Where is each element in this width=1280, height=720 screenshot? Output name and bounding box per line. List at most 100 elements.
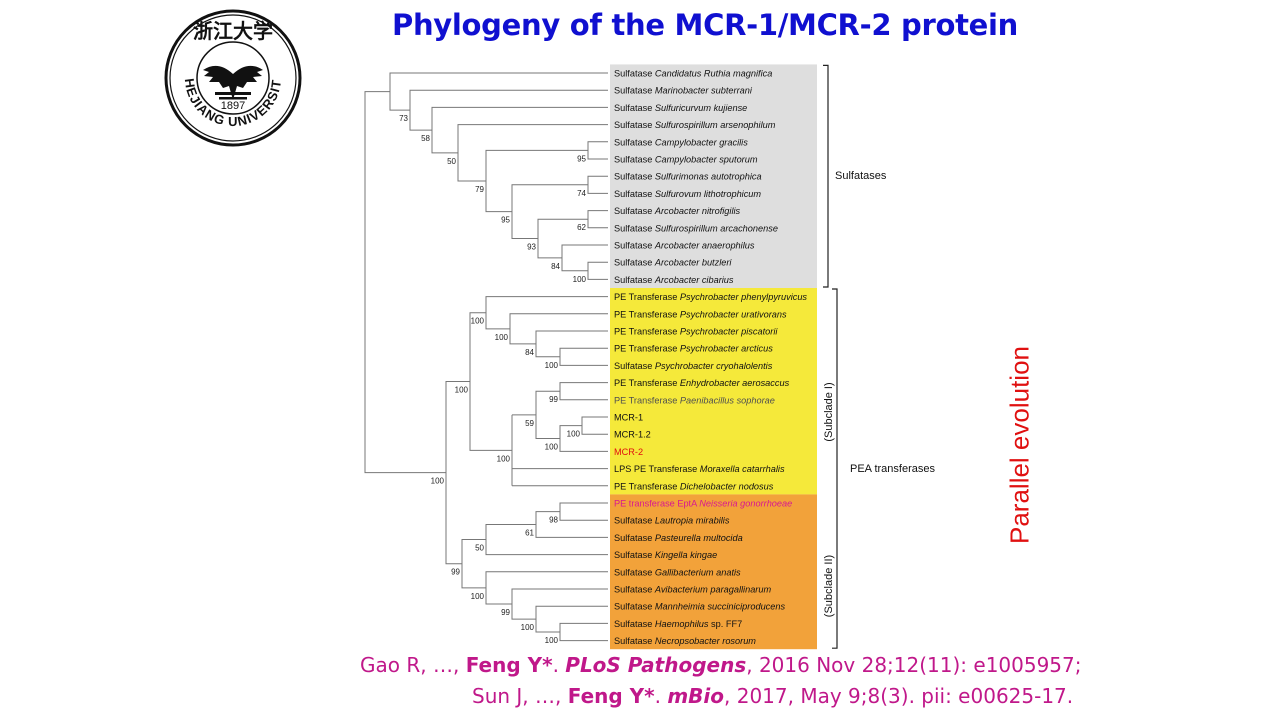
group-label-subclade-2: (Subclade II) bbox=[823, 555, 835, 617]
reference-2: Sun J, …, Feng Y*. mBio, 2017, May 9;8(3… bbox=[472, 684, 1074, 708]
leaf-species: Gallibacterium anatis bbox=[655, 567, 741, 577]
leaf-species: Enhydrobacter aerosaccus bbox=[680, 378, 790, 388]
group-label-pea-transferases: PEA transferases bbox=[850, 463, 935, 475]
reference-2-author: Feng Y* bbox=[567, 684, 655, 708]
bootstrap-value: 79 bbox=[475, 185, 484, 194]
leaf-label: Sulfatase Sulfurimonas autotrophica bbox=[614, 172, 762, 182]
branch bbox=[561, 244, 608, 272]
leaf-prefix: PE Transferase bbox=[614, 395, 680, 405]
leaf-labels: Sulfatase Candidatus Ruthia magnificaSul… bbox=[614, 69, 807, 647]
bootstrap-value: 98 bbox=[549, 516, 558, 525]
branch bbox=[587, 175, 608, 194]
leaf-species: Sulfurospirillum arsenophilum bbox=[655, 120, 776, 130]
bootstrap-value: 99 bbox=[451, 568, 460, 577]
leaf-label: Sulfatase Arcobacter cibarius bbox=[614, 275, 734, 285]
branch bbox=[445, 381, 470, 565]
leaf-species: Paenibacillus sophorae bbox=[680, 395, 775, 405]
leaf-label: Sulfatase Lautropia mirabilis bbox=[614, 516, 730, 526]
leaf-prefix: PE Transferase bbox=[614, 344, 680, 354]
bootstrap-value: 99 bbox=[549, 395, 558, 404]
leaf-label: PE Transferase Psychrobacter urativorans bbox=[614, 309, 787, 319]
group-bracket bbox=[832, 288, 838, 649]
bootstrap-value: 100 bbox=[567, 430, 581, 439]
leaf-species: Mannheimia succiniciproducens bbox=[655, 602, 786, 612]
leaf-prefix: Sulfatase bbox=[614, 516, 655, 526]
branch bbox=[587, 261, 608, 280]
leaf-label: Sulfatase Arcobacter butzleri bbox=[614, 258, 732, 268]
leaf-prefix: Sulfatase bbox=[614, 619, 655, 629]
branch bbox=[587, 210, 608, 229]
bootstrap-value: 95 bbox=[501, 216, 510, 225]
bootstrap-value: 62 bbox=[577, 223, 586, 232]
leaf-species: Dichelobacter nodosus bbox=[680, 481, 774, 491]
tree-branches bbox=[364, 72, 608, 642]
branch bbox=[587, 141, 608, 160]
leaf-prefix: Sulfatase bbox=[614, 103, 655, 113]
leaf-label: Sulfatase Marinobacter subterrani bbox=[614, 86, 753, 96]
bootstrap-value: 59 bbox=[525, 419, 534, 428]
leaf-species: Candidatus Ruthia magnifica bbox=[655, 69, 772, 79]
bootstrap-value: 100 bbox=[455, 386, 469, 395]
leaf-species: Arcobacter cibarius bbox=[654, 275, 734, 285]
branch bbox=[485, 149, 588, 213]
bootstrap-value: 100 bbox=[495, 333, 509, 342]
leaf-label: Sulfatase Mannheimia succiniciproducens bbox=[614, 602, 785, 612]
leaf-prefix: PE Transferase bbox=[614, 309, 680, 319]
leaf-prefix: Sulfatase bbox=[614, 155, 655, 165]
leaf-species: Sulfurimonas autotrophica bbox=[655, 172, 762, 182]
leaf-prefix: Sulfatase bbox=[614, 602, 655, 612]
bootstrap-value: 100 bbox=[545, 636, 559, 645]
leaf-prefix: PE transferase EptA bbox=[614, 499, 699, 509]
leaf-label: MCR-1 bbox=[614, 413, 643, 423]
leaf-species: Avibacterium paragallinarum bbox=[654, 585, 772, 595]
leaf-prefix: Sulfatase bbox=[614, 69, 655, 79]
leaf-species: Neisseria gonorrhoeae bbox=[699, 499, 792, 509]
leaf-prefix: Sulfatase bbox=[614, 206, 655, 216]
leaf-species: Psychrobacter phenylpyruvicus bbox=[680, 292, 808, 302]
bootstrap-value: 58 bbox=[421, 134, 430, 143]
leaf-prefix: PE Transferase bbox=[614, 327, 680, 337]
page-title: Phylogeny of the MCR-1/MCR-2 protein bbox=[391, 8, 1018, 42]
branch bbox=[535, 330, 608, 358]
leaf-species: Arcobacter anaerophilus bbox=[654, 241, 755, 251]
leaf-label: Sulfatase Sulfurospirillum arcachonense bbox=[614, 223, 778, 233]
leaf-label: Sulfatase Sulfurovum lithotrophicum bbox=[614, 189, 761, 199]
leaf-species: Psychrobacter urativorans bbox=[680, 309, 787, 319]
leaf-prefix: MCR-1 bbox=[614, 413, 643, 423]
bootstrap-value: 100 bbox=[521, 623, 535, 632]
band-gray bbox=[610, 64, 817, 289]
group-label-sulfatases: Sulfatases bbox=[835, 170, 887, 182]
leaf-species: Lautropia mirabilis bbox=[655, 516, 730, 526]
leaf-label: Sulfatase Haemophilus sp. FF7 bbox=[614, 619, 742, 629]
leaf-prefix: Sulfatase bbox=[614, 275, 655, 285]
bootstrap-values: 9574621008493957950587310084100100991001… bbox=[399, 114, 586, 645]
reference-1-author: Feng Y* bbox=[465, 653, 553, 677]
bootstrap-value: 74 bbox=[577, 189, 586, 198]
leaf-prefix: PE Transferase bbox=[614, 378, 680, 388]
leaf-species: Psychrobacter arcticus bbox=[680, 344, 773, 354]
group-label-subclade-1: (Subclade I) bbox=[823, 382, 835, 441]
leaf-label: Sulfatase Candidatus Ruthia magnifica bbox=[614, 69, 772, 79]
leaf-prefix: Sulfatase bbox=[614, 567, 655, 577]
leaf-label: Sulfatase Kingella kingae bbox=[614, 550, 717, 560]
bootstrap-value: 100 bbox=[471, 317, 485, 326]
branch bbox=[559, 347, 608, 366]
leaf-label: Sulfatase Arcobacter nitrofigilis bbox=[614, 206, 741, 216]
branch bbox=[509, 313, 608, 345]
leaf-species: Campylobacter gracilis bbox=[655, 137, 748, 147]
reference-1-journal: PLoS Pathogens bbox=[565, 653, 747, 677]
leaf-label: Sulfatase Gallibacterium anatis bbox=[614, 567, 741, 577]
leaf-label: Sulfatase Sulfuricurvum kujiense bbox=[614, 103, 747, 113]
leaf-species: Psychrobacter cryohalolentis bbox=[655, 361, 773, 371]
leaf-prefix: Sulfatase bbox=[614, 533, 655, 543]
leaf-prefix: Sulfatase bbox=[614, 86, 655, 96]
leaf-prefix: Sulfatase bbox=[614, 585, 655, 595]
clade-color-bands bbox=[610, 64, 817, 650]
leaf-prefix: Sulfatase bbox=[614, 137, 655, 147]
leaf-label: PE Transferase Paenibacillus sophorae bbox=[614, 395, 775, 405]
reference-2-journal: mBio bbox=[667, 684, 725, 708]
branch bbox=[485, 571, 608, 605]
branch bbox=[457, 124, 608, 182]
leaf-species: Arcobacter nitrofigilis bbox=[654, 206, 741, 216]
leaf-prefix: MCR-1.2 bbox=[614, 430, 651, 440]
